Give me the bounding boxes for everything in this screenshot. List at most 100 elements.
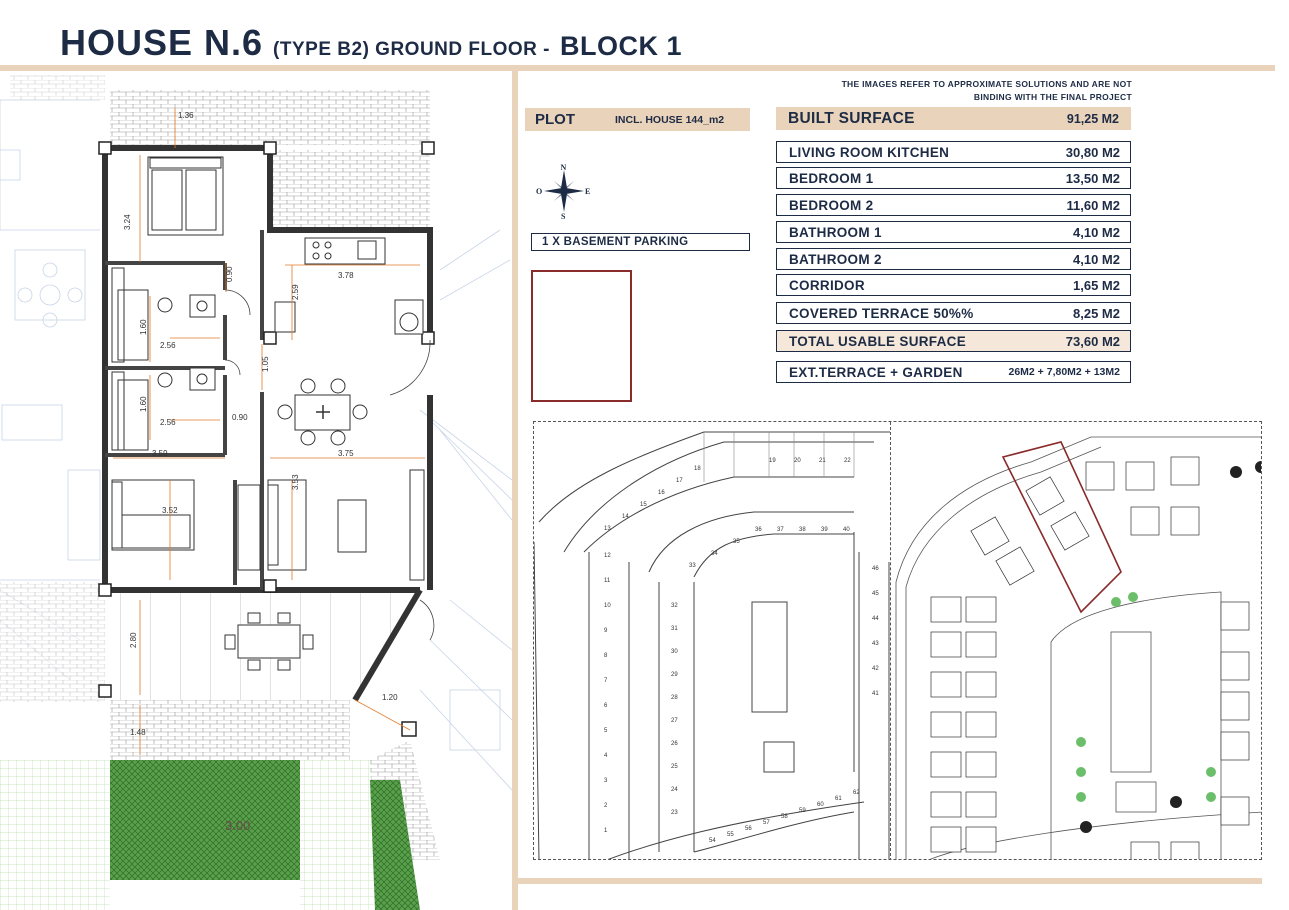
parking-space-number: 55 [727, 832, 734, 838]
parking-space-number: 5 [604, 728, 608, 734]
room-row: LIVING ROOM KITCHEN 30,80 M2 [776, 141, 1131, 163]
compass-rose-icon: N S E O [536, 162, 592, 221]
parking-space-number: 58 [781, 814, 788, 820]
disclaimer-line-2: BINDING WITH THE FINAL PROJECT [973, 92, 1132, 102]
floor-plan: 1.36 3.24 0.90 3.78 2.59 1.60 2.56 1.05 … [0, 71, 512, 910]
room-value: 4,10 M2 [1073, 224, 1120, 240]
parking-space-number: 4 [604, 753, 608, 759]
dim-12: 3.59 [152, 449, 168, 458]
dim-15: 3.53 [291, 474, 300, 490]
parking-space-number: 21 [819, 458, 826, 464]
dim-19: 3.00 [225, 818, 250, 833]
parking-space-number: 19 [769, 458, 776, 464]
dim-14: 3.52 [162, 506, 178, 515]
parking-space-number: 7 [604, 678, 608, 684]
parking-space-number: 14 [622, 514, 629, 520]
parking-space-number: 54 [709, 838, 716, 844]
parking-space-number: 10 [604, 603, 611, 609]
title-house: HOUSE N.6 [60, 22, 264, 63]
parking-space-number: 22 [844, 458, 851, 464]
room-row: BATHROOM 1 4,10 M2 [776, 221, 1131, 243]
dim-2: 3.24 [123, 214, 132, 230]
dim-8: 1.05 [261, 356, 270, 372]
parking-space-number: 30 [671, 649, 678, 655]
dim-3: 0.90 [225, 266, 234, 282]
parking-space-number: 3 [604, 778, 608, 784]
room-value: 8,25 M2 [1073, 305, 1120, 321]
parking-space-number: 8 [604, 653, 608, 659]
ext-terrace-label: EXT.TERRACE + GARDEN [789, 364, 963, 380]
site-plan-map [895, 436, 1261, 859]
disclaimer-line-1: THE IMAGES REFER TO APPROXIMATE SOLUTION… [841, 79, 1132, 89]
total-usable-label: TOTAL USABLE SURFACE [789, 333, 967, 349]
parking-space-number: 46 [872, 566, 879, 572]
plot-label: PLOT [535, 111, 575, 128]
parking-space-number: 26 [671, 741, 678, 747]
dim-5: 2.59 [291, 284, 300, 300]
room-label: BEDROOM 2 [789, 197, 874, 213]
parking-space-number: 43 [872, 641, 879, 647]
dim-17: 1.20 [382, 693, 398, 702]
built-surface-header: BUILT SURFACE 91,25 M2 [776, 107, 1131, 130]
compass-n: N [561, 163, 567, 172]
parking-space-number: 18 [694, 466, 701, 472]
parking-space-number: 6 [604, 703, 608, 709]
parking-space-number: 34 [711, 551, 718, 557]
parking-space-number: 45 [872, 591, 879, 597]
dim-13: 3.75 [338, 449, 354, 458]
dim-18: 1.48 [130, 728, 146, 737]
dim-4: 3.78 [338, 271, 354, 280]
parking-space-number: 61 [835, 796, 842, 802]
top-divider [0, 65, 1275, 71]
plot-included: INCL. HOUSE 144_m2 [615, 113, 725, 126]
dim-16: 2.80 [129, 632, 138, 648]
parking-space-number: 25 [671, 764, 678, 770]
dim-10: 2.56 [160, 418, 176, 427]
dim-7: 2.56 [160, 341, 176, 350]
parking-space-number: 32 [671, 603, 678, 609]
room-value: 11,60 M2 [1066, 197, 1121, 213]
parking-space-number: 27 [671, 718, 678, 724]
vertical-divider [512, 65, 518, 910]
plot-header: PLOT INCL. HOUSE 144_m2 [525, 108, 750, 131]
dim-9: 1.60 [139, 396, 148, 412]
parking-space-number: 57 [763, 820, 770, 826]
parking-space-number: 24 [671, 787, 678, 793]
parking-space-number: 33 [689, 563, 696, 569]
ext-terrace-row: EXT.TERRACE + GARDEN 26M2 + 7,80M2 + 13M… [776, 361, 1131, 383]
title-type: (TYPE B2) GROUND FLOOR - [273, 39, 550, 60]
room-label: BEDROOM 1 [789, 170, 874, 186]
parking-space-number: 9 [604, 628, 608, 634]
page-title: HOUSE N.6 (TYPE B2) GROUND FLOOR - BLOCK… [60, 22, 682, 66]
bottom-divider [518, 878, 1262, 884]
parking-space-number: 36 [755, 527, 762, 533]
parking-space-number: 44 [872, 616, 879, 622]
parking-space-number: 39 [821, 527, 828, 533]
parking-space-number: 17 [676, 478, 683, 484]
room-value: 1,65 M2 [1073, 277, 1120, 293]
dim-11: 0.90 [232, 413, 248, 422]
room-label: COVERED TERRACE 50%% [789, 305, 974, 321]
parking-space-number: 15 [640, 502, 647, 508]
floor-plan-drawing: 1.36 3.24 0.90 3.78 2.59 1.60 2.56 1.05 … [0, 75, 512, 910]
total-usable-row: TOTAL USABLE SURFACE 73,60 M2 [776, 330, 1131, 352]
parking-space-number: 23 [671, 810, 678, 816]
room-label: LIVING ROOM KITCHEN [789, 144, 950, 160]
parking-space-number: 40 [843, 527, 850, 533]
parking-space-number: 62 [853, 790, 860, 796]
parking-box: 1 X BASEMENT PARKING [531, 233, 750, 251]
room-value: 13,50 M2 [1065, 170, 1120, 186]
parking-space-number: 59 [799, 808, 806, 814]
room-row: BEDROOM 2 11,60 M2 [776, 194, 1131, 216]
compass-s: S [561, 212, 566, 220]
parking-space-number: 20 [794, 458, 801, 464]
room-row: CORRIDOR 1,65 M2 [776, 274, 1131, 296]
room-value: 30,80 M2 [1065, 144, 1120, 160]
parking-space-number: 31 [671, 626, 678, 632]
parking-space-number: 12 [604, 553, 611, 559]
room-label: BATHROOM 1 [789, 224, 882, 240]
parking-space-number: 35 [733, 539, 740, 545]
built-surface-value: 91,25 M2 [1066, 111, 1119, 126]
parking-space-number: 60 [817, 802, 824, 808]
room-label: CORRIDOR [789, 277, 865, 293]
